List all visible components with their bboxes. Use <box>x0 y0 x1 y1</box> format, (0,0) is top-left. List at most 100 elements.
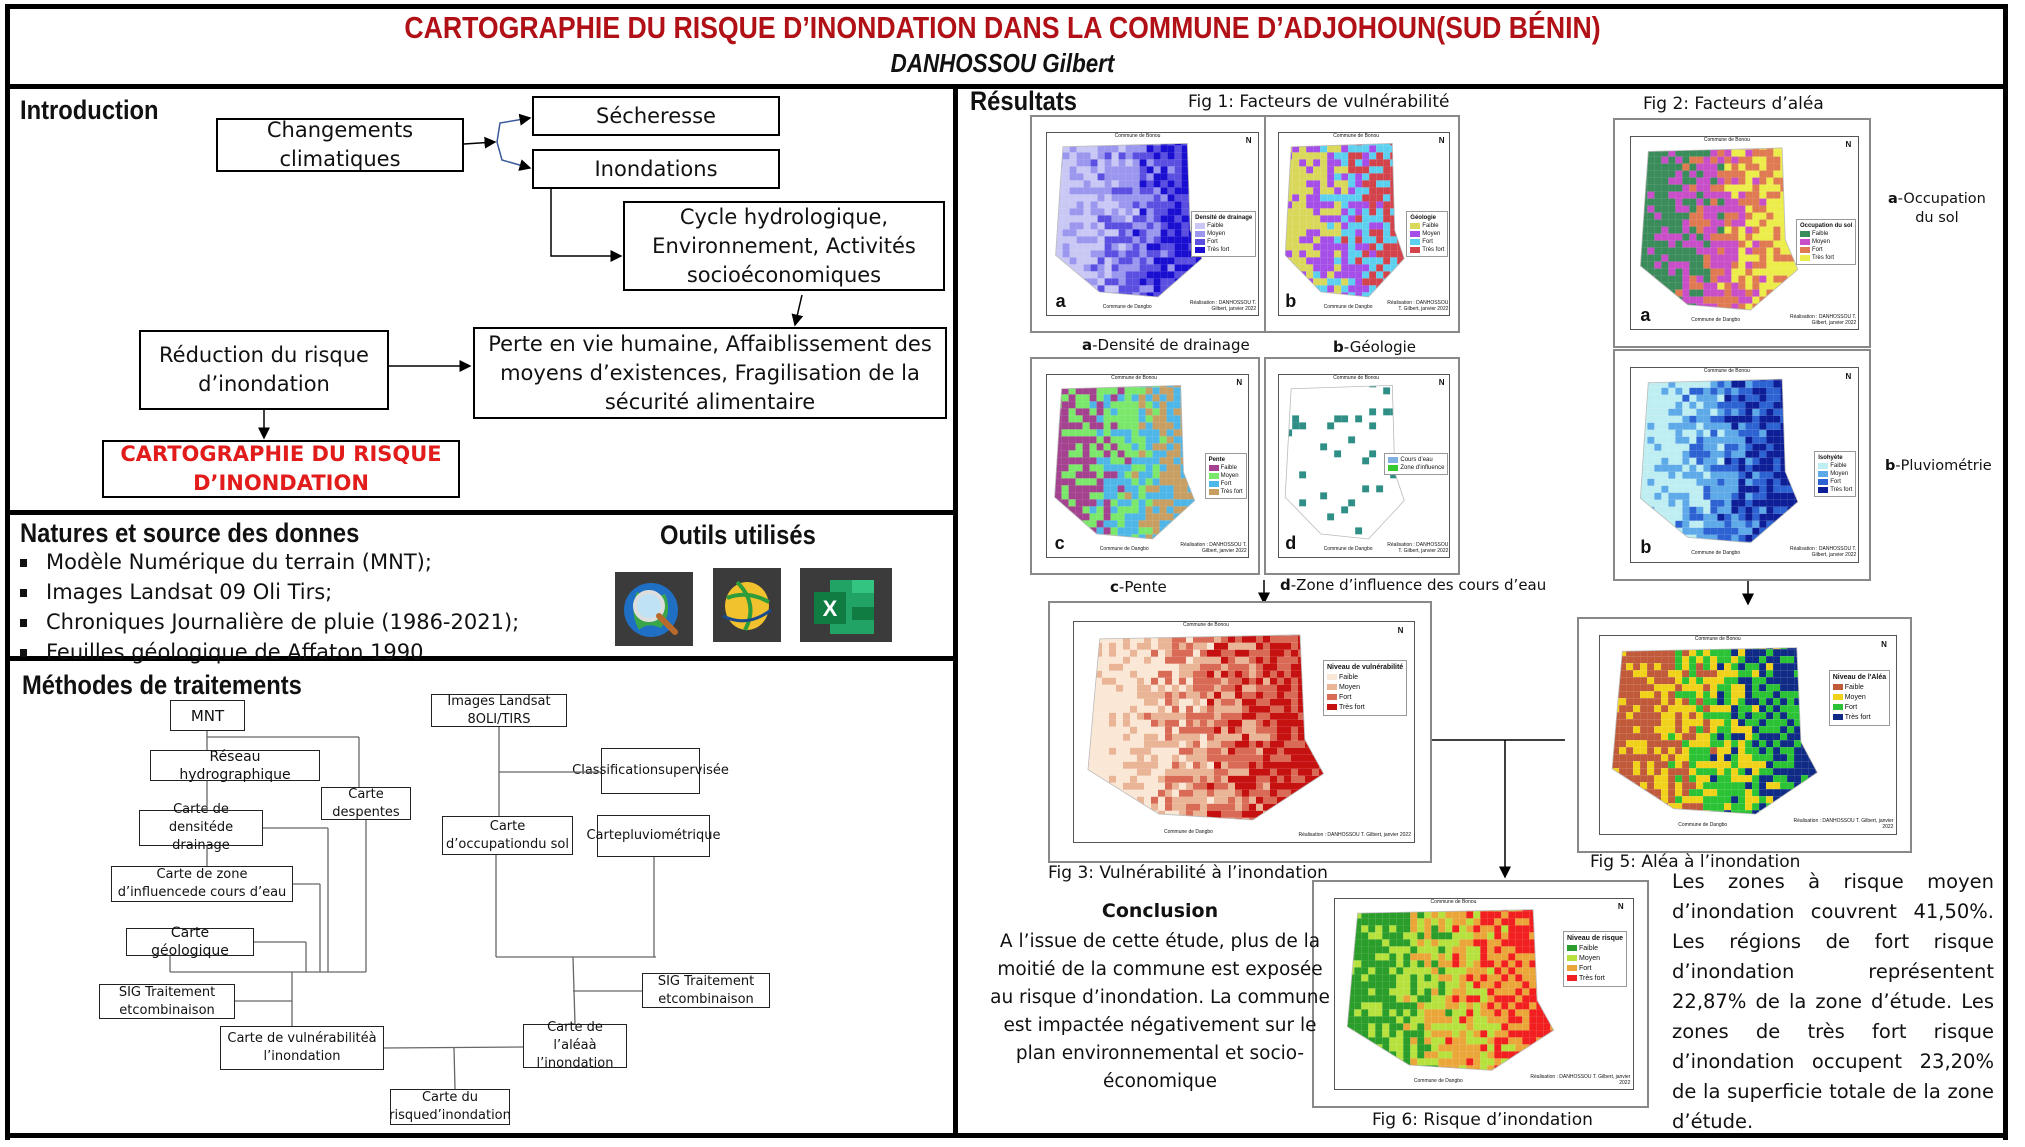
map-cell <box>1696 478 1704 486</box>
map-cell <box>1794 205 1798 213</box>
map-cell <box>1186 810 1193 818</box>
map-cell <box>1675 156 1683 164</box>
map-cell <box>1076 143 1084 146</box>
map-cell <box>1256 663 1263 671</box>
map-cell <box>1759 670 1767 678</box>
map-cell <box>1808 796 1816 804</box>
map-cell <box>1291 698 1298 706</box>
map-cell <box>1166 436 1174 444</box>
map-cell <box>1341 429 1349 437</box>
map-cell <box>1165 663 1172 671</box>
map-cell <box>1794 422 1798 430</box>
map-cell <box>1773 649 1781 657</box>
map-cell <box>1787 471 1795 479</box>
map-cell <box>1174 208 1182 216</box>
map-cell <box>1160 236 1168 244</box>
map-cell <box>1146 243 1154 251</box>
map-cell <box>1717 401 1725 409</box>
map-cell <box>1675 212 1683 220</box>
map-cell <box>1151 810 1158 818</box>
map-cell <box>1277 754 1284 762</box>
map-cell <box>1696 464 1704 472</box>
map-cell <box>1390 394 1398 402</box>
map-cell <box>1390 208 1398 216</box>
map-cell <box>1306 285 1314 293</box>
map-cell <box>1298 677 1305 685</box>
map-cell <box>1186 649 1193 657</box>
map-cell <box>1130 803 1137 811</box>
map-cell <box>1647 394 1655 402</box>
map-cell <box>1152 492 1160 500</box>
map-cell <box>1144 705 1151 713</box>
map-cell <box>1397 401 1405 409</box>
map-cell <box>1689 254 1697 262</box>
map-cell <box>1181 250 1189 258</box>
map-cell <box>1167 271 1175 279</box>
map-cell <box>1341 194 1349 202</box>
map-cell <box>1654 492 1662 500</box>
map-cell <box>1724 282 1732 290</box>
map-cell <box>1298 768 1305 776</box>
map-cell <box>1319 803 1324 811</box>
map-cell <box>1689 212 1697 220</box>
map-cell <box>1675 198 1683 206</box>
map-cell <box>1717 296 1725 304</box>
map-cell <box>1061 443 1069 451</box>
map-cell <box>1130 684 1137 692</box>
map-cell <box>1104 229 1112 237</box>
map-cell <box>1661 789 1669 797</box>
map-cell <box>1397 534 1405 539</box>
map-cell <box>1668 163 1676 171</box>
map-cell <box>1362 173 1370 181</box>
map-cell <box>1780 268 1788 276</box>
map-cell <box>1299 159 1307 167</box>
map-cell <box>1312 740 1319 748</box>
map-cell <box>1689 198 1697 206</box>
map-cell <box>1118 159 1126 167</box>
map-cell <box>1270 698 1277 706</box>
map-cell <box>1696 247 1704 255</box>
map-cell <box>1194 429 1195 437</box>
map-cell <box>1369 173 1377 181</box>
map-cell <box>1228 642 1235 650</box>
map-cell <box>1172 705 1179 713</box>
map-cell <box>1738 436 1746 444</box>
map-cell <box>1787 226 1795 234</box>
map-cell <box>1759 464 1767 472</box>
map-cell <box>1703 170 1711 178</box>
method-box-reseau: Réseau hydrographique <box>150 749 320 783</box>
map-cell <box>1186 691 1193 699</box>
map-cell <box>1654 656 1662 664</box>
map-cell <box>1312 803 1319 811</box>
map-cell <box>1110 450 1118 458</box>
map-cell <box>1207 634 1214 636</box>
map-cell <box>1187 513 1195 521</box>
map-cell <box>1256 740 1263 748</box>
map-cell <box>1117 471 1125 479</box>
map-cell <box>1668 415 1676 423</box>
map-cell <box>1647 408 1655 416</box>
map-cell <box>1390 143 1398 146</box>
map-cell <box>1668 303 1676 311</box>
map-label-bonou: Commune de Bonou <box>1703 368 1750 375</box>
map-cell <box>1090 194 1098 202</box>
map-cell <box>1089 492 1097 500</box>
map-cell <box>1710 163 1718 171</box>
map-cell <box>1376 450 1384 458</box>
map-cell <box>1633 719 1641 727</box>
map-cell <box>1724 527 1732 535</box>
map-cell <box>1082 387 1090 395</box>
map-cell <box>1075 499 1083 507</box>
map-cell <box>1173 499 1181 507</box>
map-cell <box>1773 282 1781 290</box>
map-cell <box>1773 247 1781 255</box>
map-cell <box>1132 166 1140 174</box>
map-cell <box>1773 527 1781 535</box>
map-cell <box>1682 311 1689 318</box>
map-cell <box>1696 775 1704 783</box>
map-cell <box>1186 803 1193 811</box>
map-cell <box>1299 187 1307 195</box>
map-cell <box>1696 408 1704 416</box>
map-cell <box>1076 257 1084 265</box>
